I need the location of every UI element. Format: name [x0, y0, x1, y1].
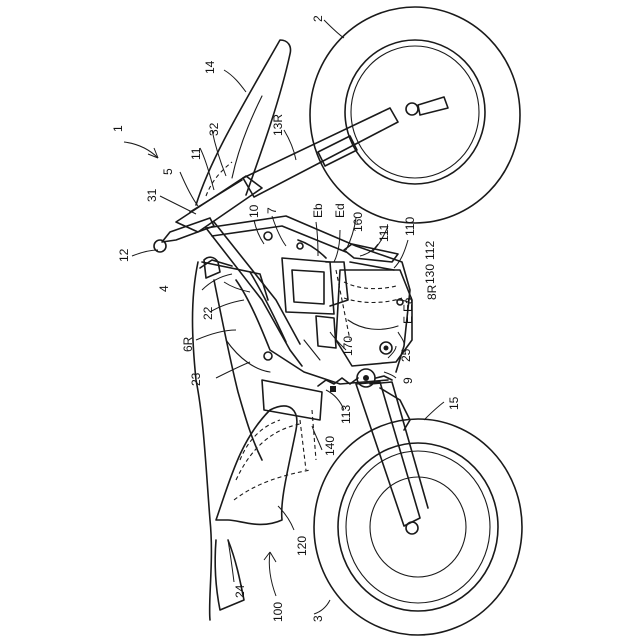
handlebar — [154, 218, 214, 252]
label-Ed: Ed — [333, 203, 347, 218]
label-2: 2 — [311, 15, 325, 22]
label-22: 22 — [201, 306, 215, 320]
label-170: 170 — [341, 336, 355, 356]
label-13R: 13R — [271, 114, 285, 136]
label-8R: 8R — [425, 284, 439, 300]
label-Eb: Eb — [311, 203, 325, 218]
label-11: 11 — [189, 147, 203, 160]
label-12: 12 — [117, 248, 131, 262]
label-111: 111 — [377, 223, 391, 242]
label-9: 9 — [401, 377, 415, 384]
radiator — [262, 380, 322, 470]
label-4: 4 — [157, 285, 171, 292]
rear-shock — [304, 316, 336, 360]
label-31: 31 — [145, 188, 159, 202]
label-15: 15 — [447, 396, 461, 410]
label-110: 110 — [403, 217, 417, 236]
label-7: 7 — [265, 207, 279, 214]
rear-wheel — [310, 7, 520, 223]
front-cowl — [215, 406, 310, 610]
label-23: 23 — [189, 372, 203, 386]
leader-lines — [124, 20, 444, 614]
label-130: 130 — [423, 264, 437, 284]
label-3: 3 — [311, 615, 325, 622]
label-140: 140 — [323, 436, 337, 456]
label-113: 113 — [339, 405, 353, 424]
label-32: 32 — [207, 122, 221, 136]
label-E: E — [401, 316, 415, 324]
label-1: 1 — [111, 125, 125, 132]
label-10: 10 — [247, 204, 261, 218]
label-112: 112 — [423, 241, 437, 260]
label-24: 24 — [233, 584, 247, 598]
label-Ea: Ea — [401, 297, 415, 312]
label-100: 100 — [271, 602, 285, 622]
label-14: 14 — [203, 60, 217, 74]
front-wheel — [314, 419, 522, 635]
front-fork — [356, 382, 428, 526]
label-6R: 6R — [181, 336, 195, 352]
swing-arm — [243, 108, 398, 197]
label-120: 120 — [295, 536, 309, 556]
label-5: 5 — [161, 168, 175, 175]
label-160: 160 — [351, 212, 365, 232]
label-25: 25 — [399, 348, 413, 362]
